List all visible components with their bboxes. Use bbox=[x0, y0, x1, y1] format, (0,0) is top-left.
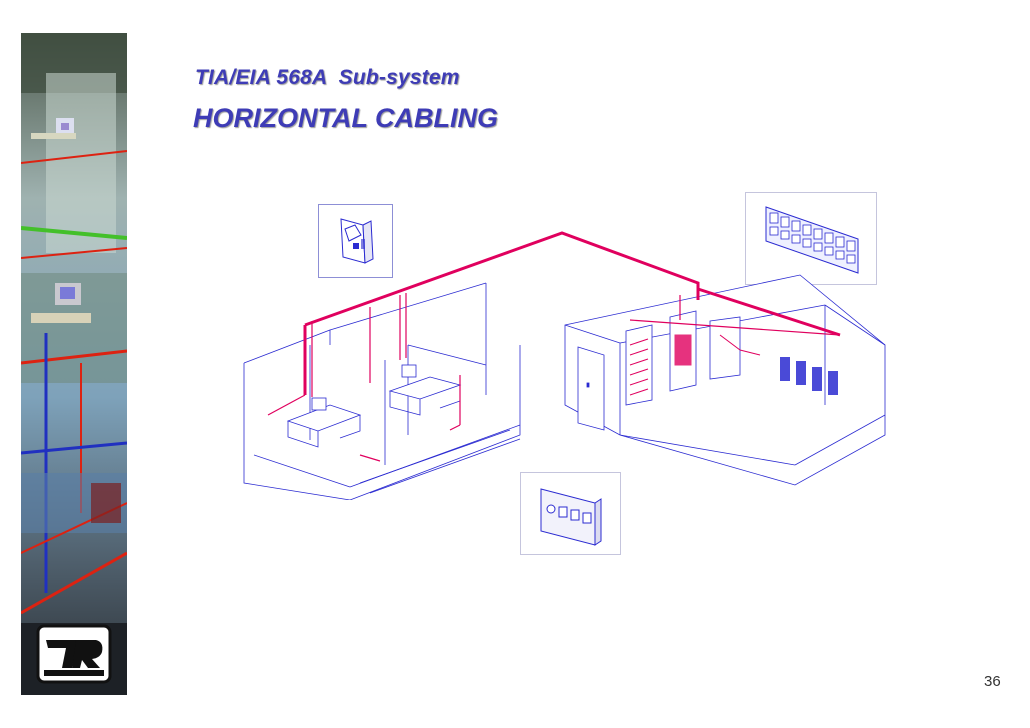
inset-outlet-jacks bbox=[520, 472, 621, 555]
company-logo bbox=[36, 624, 112, 684]
horizontal-cabling-diagram bbox=[243, 231, 886, 500]
slide-title: HORIZONTAL CABLING bbox=[193, 103, 498, 133]
page-number: 36 bbox=[984, 673, 1001, 690]
slide-subtitle: TIA/EIA 568A Sub-system bbox=[195, 66, 460, 89]
decorative-side-image bbox=[21, 33, 127, 695]
inset-wall-outlet bbox=[318, 204, 393, 278]
inset-patch-panel bbox=[745, 192, 877, 285]
